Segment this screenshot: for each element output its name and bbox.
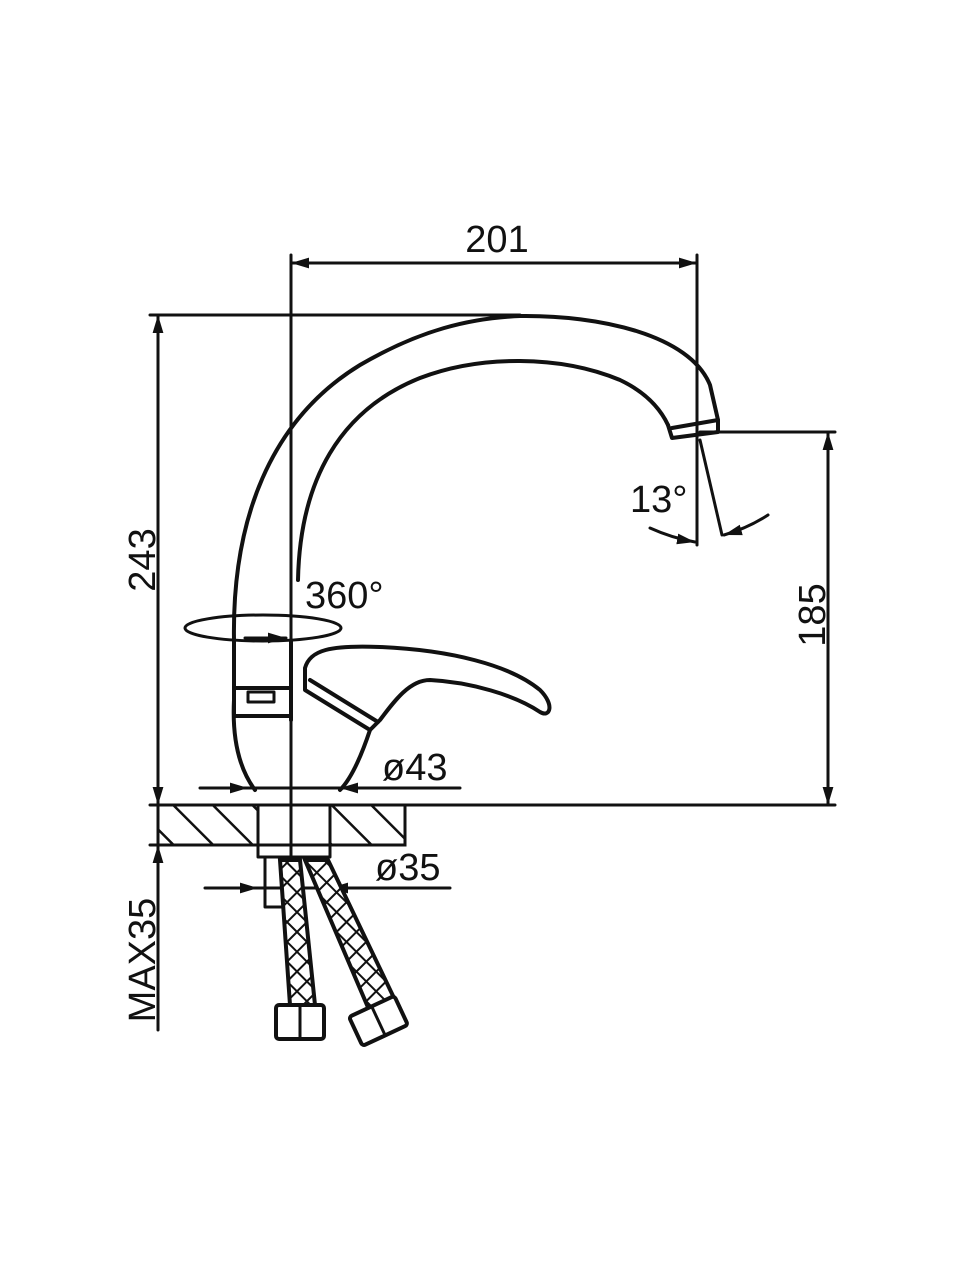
supply-hose-left (274, 858, 326, 1041)
base-diameter-dimension: ø43 (198, 747, 462, 794)
rotation-indicator: 360° (183, 575, 384, 644)
spout (231, 313, 720, 642)
base-diameter-label: ø43 (382, 747, 447, 789)
spout-height-dimension: 185 (698, 430, 837, 807)
lever-handle (303, 644, 552, 732)
rotation-label: 360° (305, 575, 384, 617)
spout-angle-label: 13° (630, 479, 687, 521)
countertop-section (148, 803, 407, 847)
supply-hose-right (301, 858, 409, 1047)
width-dimension: 201 (289, 219, 699, 434)
height-label: 243 (122, 528, 164, 591)
mount-diameter-label: ø35 (375, 847, 440, 889)
spout-height-label: 185 (792, 583, 834, 646)
spout-angle-indicator: 13° (630, 430, 770, 547)
counter-thickness-dimension: MAX35 (122, 843, 164, 1032)
height-dimension: 243 (122, 313, 522, 807)
width-label: 201 (465, 219, 528, 261)
faucet-body (231, 638, 372, 792)
max-thickness-label: MAX35 (122, 898, 164, 1023)
